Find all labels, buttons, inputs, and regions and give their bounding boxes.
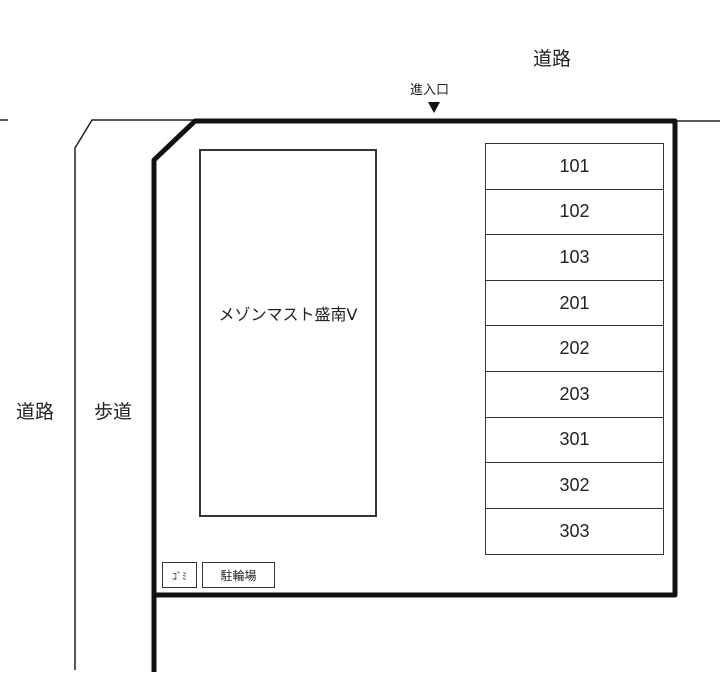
unit-cell: 203 <box>486 372 663 418</box>
road-label-top: 道路 <box>533 48 572 70</box>
garbage-area: ｺﾞﾐ <box>162 562 197 588</box>
entrance-label: 進入口 <box>410 83 450 98</box>
garbage-label: ｺﾞﾐ <box>172 571 187 583</box>
unit-cell: 301 <box>486 418 663 464</box>
unit-cell: 202 <box>486 326 663 372</box>
unit-cell: 201 <box>486 281 663 327</box>
bicycle-parking-label: 駐輪場 <box>220 568 257 583</box>
building: メゾンマスト盛南Ⅴ <box>199 149 377 517</box>
building-name: メゾンマスト盛南Ⅴ <box>218 305 358 324</box>
bicycle-parking: 駐輪場 <box>202 562 275 588</box>
entrance-arrow-icon <box>428 102 440 113</box>
unit-list: 101 102 103 201 202 203 301 302 303 <box>485 143 664 556</box>
unit-cell: 103 <box>486 235 663 281</box>
unit-cell: 102 <box>486 190 663 236</box>
sidewalk-label: 歩道 <box>94 401 133 423</box>
unit-cell: 303 <box>559 521 590 542</box>
unit-cell: 101 <box>486 144 663 190</box>
unit-cell: 302 <box>486 463 663 509</box>
road-label-left: 道路 <box>16 401 55 423</box>
